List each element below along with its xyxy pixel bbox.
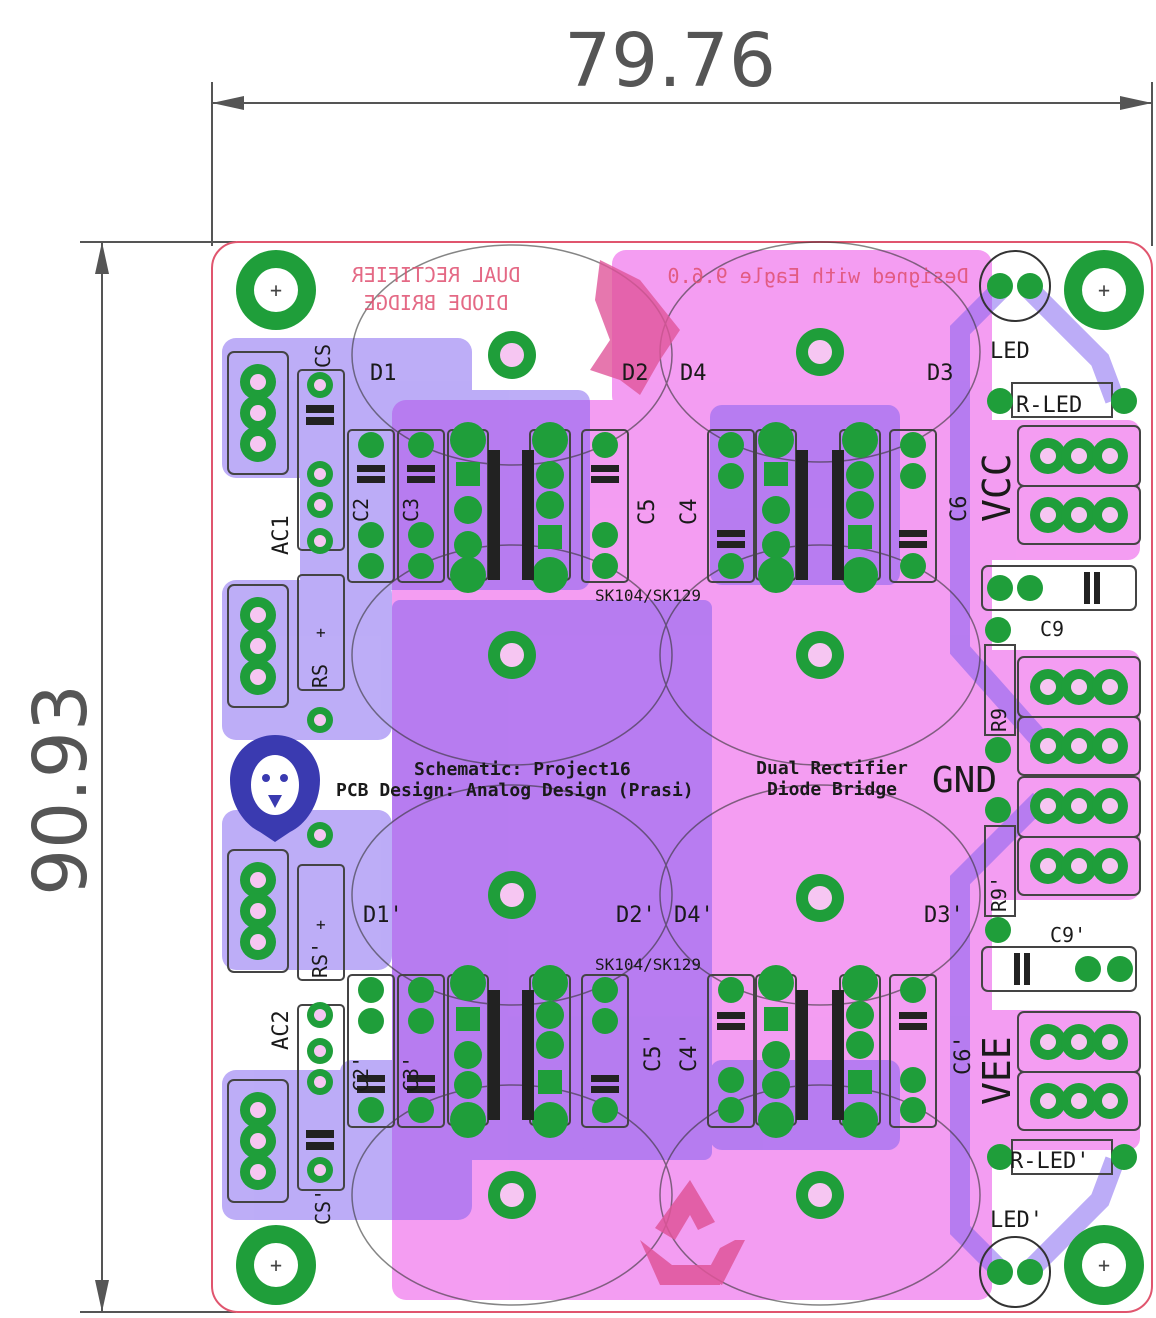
label-d2-prime: D2' [616,903,656,928]
label-d2: D2 [622,361,649,386]
dragon-mark [590,260,680,395]
label-vcc: VCC [975,453,1019,522]
label-r-led-prime: R-LED' [1010,1149,1089,1174]
label-ac1: AC1 [269,515,294,555]
dimension-width: 79.76 [211,18,1153,246]
credit-schematic: Schematic: Project16 [414,759,631,780]
diode-d3-prime [832,965,881,1138]
heatsink-outlines [351,241,981,1306]
silk-labels: D1 D2 D4 D3 D1' D2' D4' D3' C2 C3 C5 C4 … [269,339,1089,1233]
heatsink-mount-holes [488,328,844,1219]
mounting-hole-top-right: + [1064,250,1144,330]
mirror-title-line2: DIODE BRIDGE [364,291,509,315]
credit-product-line1: Dual Rectifier [756,758,908,779]
svg-text:+: + [1098,1253,1110,1277]
label-c4-prime: C4' [677,1032,702,1072]
svg-text:+: + [270,1253,282,1277]
r-led-top [987,382,1137,418]
label-r-led: R-LED [1016,393,1082,418]
diodes [447,422,881,1138]
diode-d2-prime [522,965,571,1138]
led-bottom [979,1236,1051,1308]
mounting-hole-bottom-left: + [236,1225,316,1305]
label-c3: C3 [399,498,423,522]
diode-d3 [832,422,881,593]
terminal-vcc [1017,425,1141,545]
lion-head-logo [230,735,320,842]
label-d4: D4 [680,361,707,386]
label-c9-prime: C9' [1050,923,1086,947]
c9-prime [981,946,1137,992]
credit-pcb: PCB Design: Analog Design (Prasi) [336,780,694,801]
dimension-height-label: 90.93 [18,684,104,896]
svg-text:+: + [1098,278,1110,302]
label-rs-prime-plus: + [316,915,326,934]
mirrored-silk: DUAL RECTIFIER DIODE BRIDGE Designed wit… [351,263,969,315]
terminal-gnd [1017,656,1141,896]
label-vee: VEE [975,1036,1019,1105]
label-gnd: GND [932,760,997,801]
label-r9: R9 [987,708,1011,732]
dimension-height: 90.93 [18,241,236,1313]
diode-d2 [522,422,571,593]
label-heatsink-bottom: SK104/SK129 [595,955,701,974]
label-r9-prime: R9' [987,876,1011,912]
label-c2: C2 [349,498,373,522]
label-ac2: AC2 [269,1010,294,1050]
diode-d1-prime [447,965,500,1138]
mounting-holes: + + + + [236,250,1144,1305]
recycle-icon [640,1180,745,1285]
mounting-hole-top-left: + [236,250,316,330]
bottom-copper-pour [222,338,900,1220]
credit-product-line2: Diode Bridge [767,779,897,800]
terminal-ac2 [227,1079,289,1203]
mirror-title-line1: DUAL RECTIFIER [351,263,521,287]
label-c3-prime: C3' [399,1056,423,1092]
label-c2-prime: C2' [349,1056,373,1092]
label-rs: RS [308,664,332,688]
r-led-bottom [987,1139,1137,1175]
label-d3: D3 [927,361,954,386]
label-d4-prime: D4' [674,903,714,928]
label-c5-prime: C5' [641,1032,666,1072]
r9-prime [984,797,1016,943]
label-led-prime: LED' [990,1208,1043,1233]
component-strips [297,369,937,1191]
diode-d4-prime [755,965,808,1138]
diode-d1 [447,422,500,593]
label-c4: C4 [677,499,702,526]
led-top [979,250,1051,322]
label-d1: D1 [370,361,397,386]
c9 [981,565,1137,611]
mounting-hole-bottom-right: + [1064,1225,1144,1305]
label-c9: C9 [1040,617,1064,641]
terminal-blocks [227,351,1141,1203]
label-rs-prime: RS' [308,942,332,978]
label-c6: C6 [947,496,972,523]
label-cs: CS [311,344,335,368]
label-led: LED [990,339,1030,364]
terminal-rs-block [227,584,289,708]
label-d3-prime: D3' [924,903,964,928]
label-c5: C5 [635,499,660,526]
label-heatsink-top: SK104/SK129 [595,586,701,605]
label-c6-prime: C6' [951,1035,976,1075]
right-side-parts [979,250,1137,1308]
mirror-designed-with: Designed with Eagle 9.6.0 [667,264,968,288]
terminal-vee [1017,1011,1141,1131]
svg-text:+: + [270,278,282,302]
label-d1-prime: D1' [363,903,403,928]
label-cs-prime: CS' [311,1189,335,1225]
diode-d4 [755,422,808,593]
terminal-ac1 [227,351,289,475]
r9 [984,617,1016,763]
terminal-rs-prime-block [227,849,289,973]
label-rs-plus: + [316,623,326,642]
dimension-width-label: 79.76 [564,18,776,104]
